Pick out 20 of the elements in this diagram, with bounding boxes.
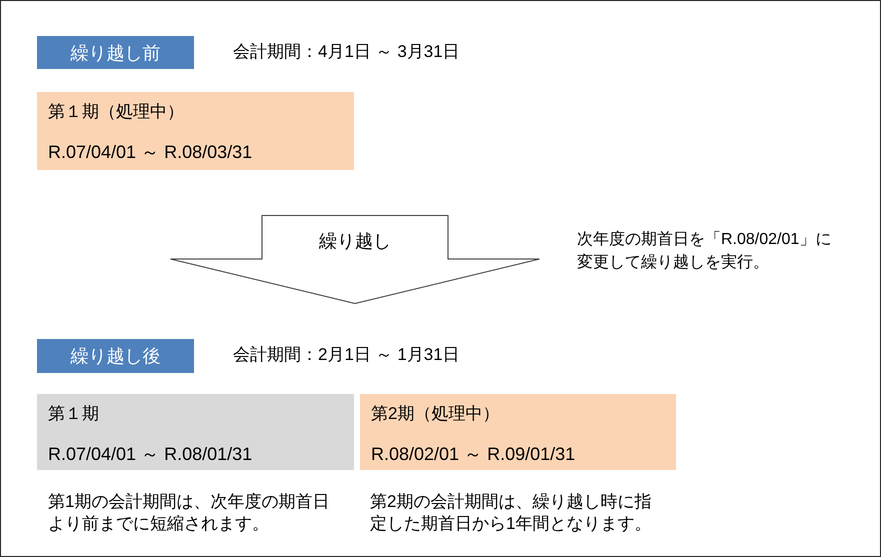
note-text: 次年度の期首日を「R.08/02/01」に変更して繰り越しを実行。 — [577, 230, 832, 273]
fiscal-period-text: 会計期間：4月1日 ～ 3月31日 — [233, 41, 460, 63]
period-card — [37, 92, 354, 170]
date-range: R.07/04/01 ～ R.08/03/31 — [48, 141, 252, 164]
section-title: 繰り越し後 — [70, 345, 160, 368]
period-heading: 第１期 — [48, 403, 99, 425]
period-heading: 第１期（処理中） — [48, 101, 184, 123]
note-text: 第1期の会計期間は、次年度の期首日より前までに短縮されます。 — [48, 491, 330, 535]
date-range: R.07/04/01 ～ R.08/01/31 — [48, 443, 252, 466]
note-text: 第2期の会計期間は、繰り越し時に指定した期首日から1年間となります。 — [370, 491, 652, 535]
arrow-label: 繰り越し — [319, 230, 391, 253]
section-title: 繰り越し前 — [70, 42, 160, 64]
fiscal-period-text: 会計期間：2月1日 ～ 1月31日 — [233, 344, 460, 366]
down-block-arrow — [170, 215, 540, 304]
section-tag — [37, 36, 194, 69]
section-tag — [37, 339, 194, 373]
period-heading: 第2期（処理中） — [371, 403, 500, 425]
date-range: R.08/02/01 ～ R.09/01/31 — [371, 443, 576, 466]
period-card — [37, 394, 354, 470]
period-card — [360, 394, 676, 470]
